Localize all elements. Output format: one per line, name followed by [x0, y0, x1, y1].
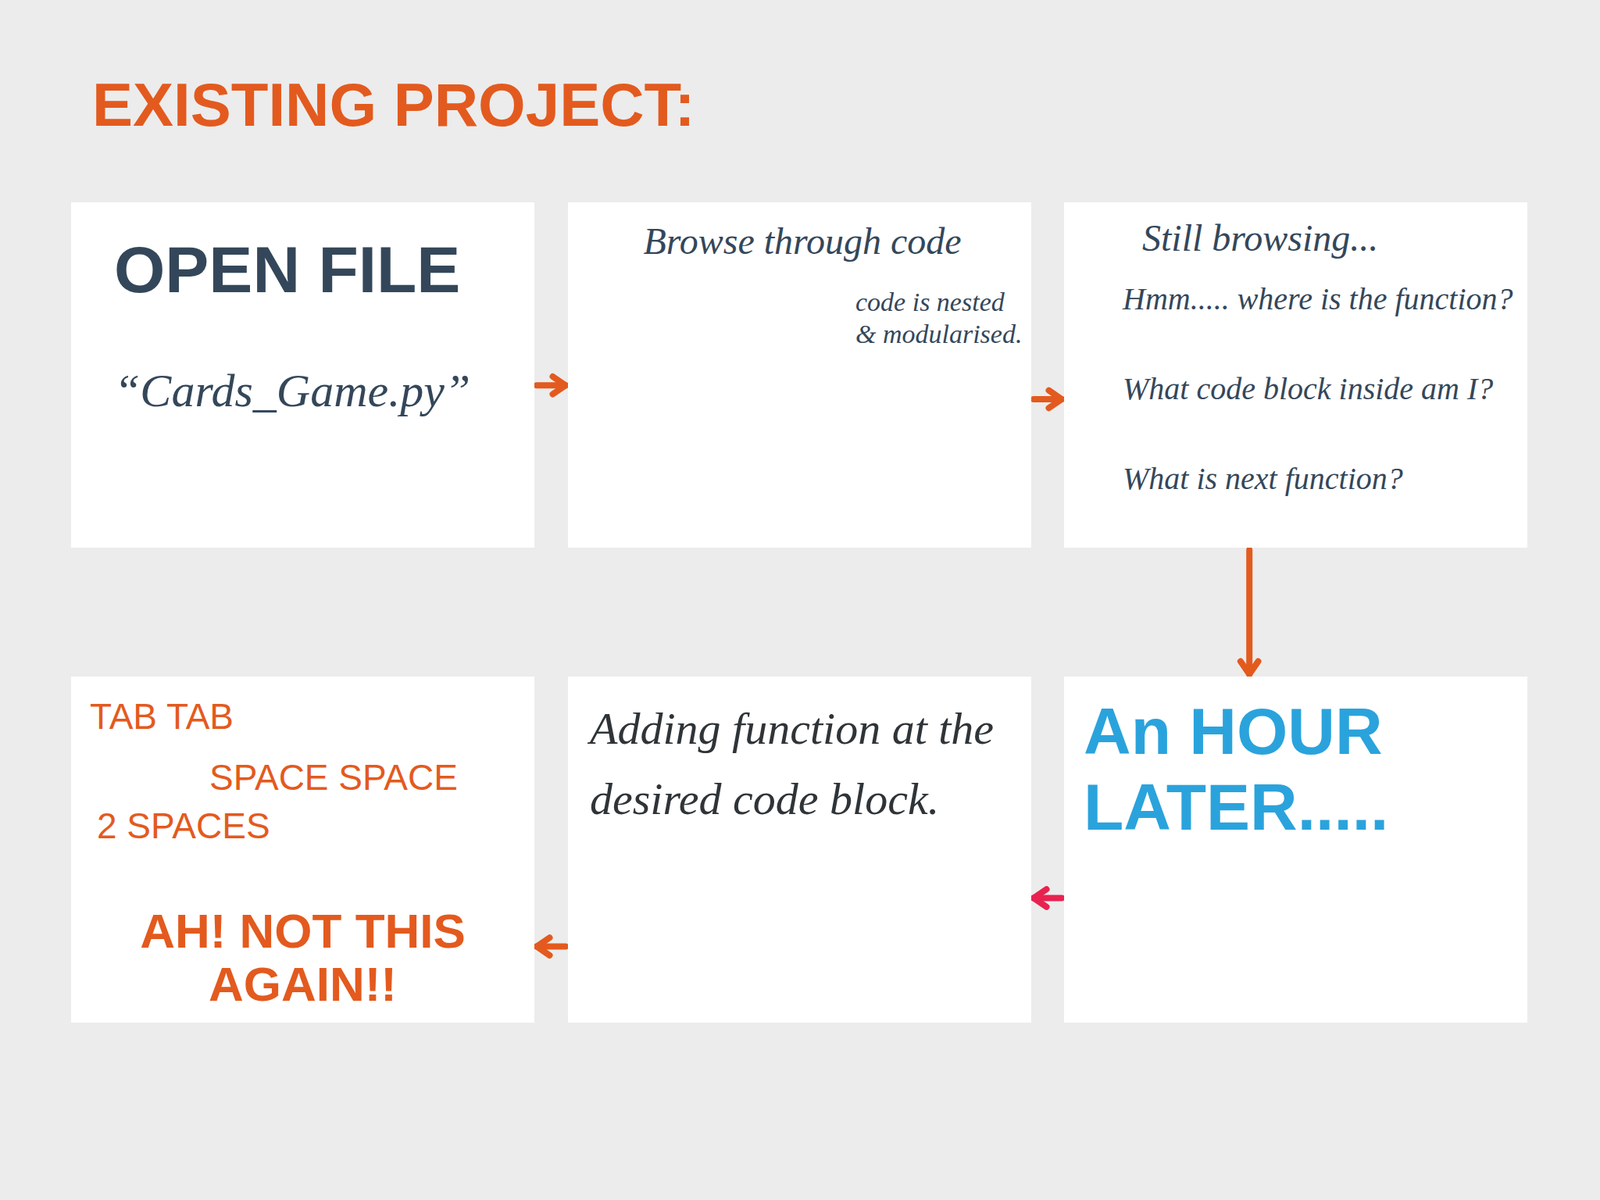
bullet-text: Hmm..... where is the function? [1122, 280, 1514, 318]
story-panel: Still browsing... Hmm..... where is the f… [1064, 202, 1528, 548]
story-panel: TAB TAB SPACE SPACE 2 SPACES AH! NOT THIS A… [71, 676, 535, 1023]
flow-arrow [536, 937, 566, 956]
keystroke-text: 2 SPACES [96, 806, 332, 847]
file-name: “Cards_Game.py” [114, 362, 521, 419]
arrow-head [536, 937, 550, 956]
time-caption: An HOUR LATER..... [1083, 693, 1510, 845]
flow-arrow [1033, 390, 1062, 409]
flow-arrow [536, 376, 566, 395]
arrow-head [552, 376, 566, 395]
flow-arrow [1033, 889, 1062, 908]
arrow-head [1033, 889, 1047, 908]
arrow-head [1048, 390, 1062, 409]
arrow-head [1240, 660, 1259, 675]
panel-text: Adding function at the desired code bloc… [589, 693, 1004, 835]
page-title: EXISTING PROJECT: [92, 71, 695, 140]
panel-heading: OPEN FILE [114, 233, 521, 306]
panel-heading: Still browsing... [1142, 216, 1510, 260]
story-panel: An HOUR LATER..... [1064, 676, 1528, 1023]
story-panel: Adding function at the desired code bloc… [567, 676, 1032, 1023]
story-panel: Browse through code code is nested & modu… [567, 202, 1032, 548]
story-panel: OPEN FILE “Cards_Game.py” [71, 202, 535, 548]
arrow-line [1246, 550, 1253, 675]
bullet-text: What is next function? [1122, 460, 1514, 498]
exclamation: AH! NOT THIS AGAIN!! [78, 904, 527, 1011]
keystroke-text: TAB TAB [89, 696, 325, 737]
bullet-text: What code block inside am I? [1122, 370, 1514, 408]
flow-arrow [1240, 550, 1259, 675]
side-note: code is nested & modularised. [855, 286, 1024, 351]
panel-heading: Browse through code [599, 219, 1006, 263]
keystroke-text: SPACE SPACE [209, 757, 522, 798]
